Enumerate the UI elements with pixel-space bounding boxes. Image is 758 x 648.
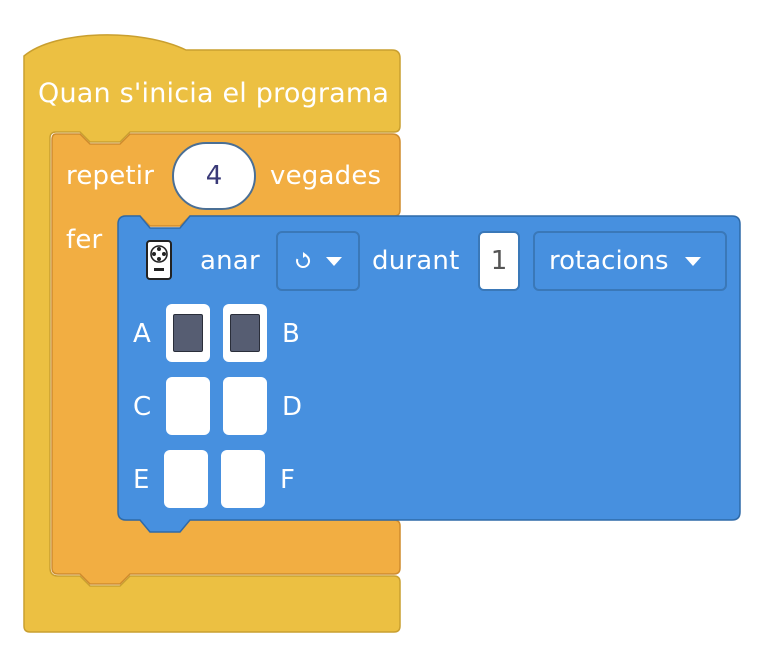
event-block-label: Quan s'inicia el programa	[38, 78, 390, 109]
amount-value: 1	[490, 246, 508, 276]
port-label-c: C	[133, 392, 152, 422]
move-block-shape[interactable]	[117, 215, 741, 533]
repeat-count-value: 4	[205, 161, 223, 191]
port-f-toggle[interactable]	[221, 450, 265, 508]
amount-input[interactable]: 1	[478, 231, 520, 291]
unit-dropdown[interactable]: rotacions	[533, 231, 727, 291]
port-d-toggle[interactable]	[223, 377, 267, 435]
during-label: durant	[372, 246, 460, 276]
port-label-f: F	[280, 465, 296, 495]
clockwise-arrow-icon	[296, 252, 311, 268]
port-c-toggle[interactable]	[166, 377, 210, 435]
event-block-shape[interactable]	[23, 34, 401, 633]
port-label-a: A	[133, 319, 151, 349]
motor-icon	[146, 240, 172, 280]
port-b-toggle[interactable]	[223, 304, 267, 362]
repeat-label: repetir	[66, 161, 155, 191]
port-e-toggle[interactable]	[164, 450, 208, 508]
repeat-do-label: fer	[66, 225, 103, 255]
port-label-e: E	[133, 465, 150, 495]
repeat-times-label: vegades	[270, 161, 382, 191]
direction-dropdown[interactable]	[276, 231, 360, 291]
unit-value: rotacions	[549, 246, 669, 276]
chevron-down-icon	[684, 256, 701, 266]
chevron-down-icon	[326, 256, 342, 266]
port-a-toggle[interactable]	[166, 304, 210, 362]
repeat-count-input[interactable]: 4	[172, 142, 256, 210]
move-label: anar	[200, 246, 260, 276]
port-label-b: B	[282, 319, 301, 349]
port-label-d: D	[282, 392, 303, 422]
